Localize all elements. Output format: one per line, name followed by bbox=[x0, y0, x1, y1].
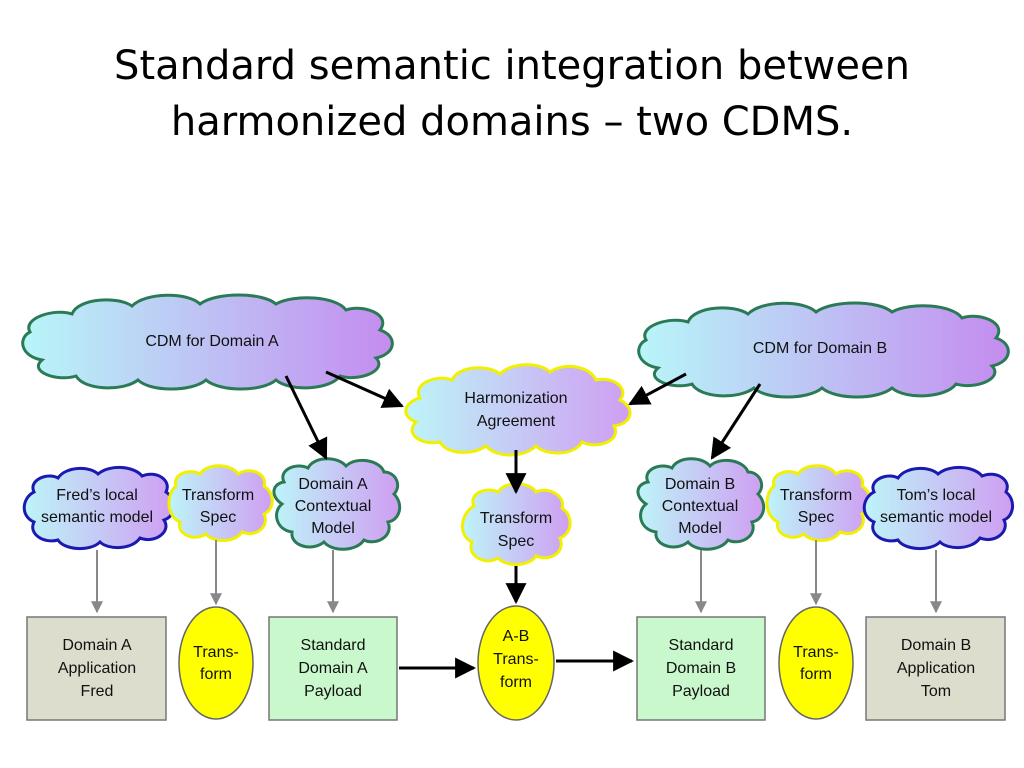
transform-b-ellipse: Trans- form bbox=[778, 606, 854, 720]
payload-b-label-3: Payload bbox=[672, 683, 730, 700]
transform-ab-ellipse: A-B Trans- form bbox=[477, 605, 555, 721]
arrow-cdm-a-to-domain-a-context bbox=[284, 375, 328, 460]
harmonization-label-1: Harmonization bbox=[464, 390, 567, 407]
app-a-label-2: Application bbox=[58, 660, 136, 677]
fred-local-label-2: semantic model bbox=[41, 509, 153, 526]
app-b-label-2: Application bbox=[897, 660, 975, 677]
tom-local-label-2: semantic model bbox=[880, 509, 992, 526]
payload-a-label-3: Payload bbox=[304, 683, 362, 700]
payload-a-label-2: Domain A bbox=[298, 660, 368, 677]
harmonization-label-2: Agreement bbox=[477, 413, 556, 430]
domain-a-context-label-3: Model bbox=[311, 520, 355, 537]
payload-b-label-2: Domain B bbox=[666, 660, 736, 677]
transform-b-label-2: form bbox=[800, 666, 832, 683]
fred-local-label-1: Fred’s local bbox=[56, 487, 138, 504]
payload-a-label-1: Standard bbox=[301, 637, 366, 654]
app-a-label-1: Domain A bbox=[62, 637, 132, 654]
transform-ab-label-2: Trans- bbox=[493, 651, 539, 668]
standard-domain-b-payload-box: Standard Domain B Payload bbox=[636, 616, 766, 721]
domain-a-context-label-2: Contextual bbox=[295, 498, 372, 515]
cdm-domain-b-cloud: CDM for Domain B bbox=[637, 301, 1010, 399]
title-line-1: Standard semantic integration between bbox=[114, 43, 910, 89]
cdm-domain-b-label: CDM for Domain B bbox=[753, 340, 887, 357]
transform-b-label-1: Trans- bbox=[793, 644, 839, 661]
tom-local-label-1: Tom’s local bbox=[897, 487, 976, 504]
fred-local-semantic-model-cloud: Fred’s local semantic model bbox=[22, 466, 176, 550]
title-line-2: harmonized domains – two CDMS. bbox=[170, 99, 854, 145]
arrow-cdm-a-to-harmonization bbox=[325, 370, 404, 408]
transform-spec-b-label-2: Spec bbox=[798, 509, 834, 526]
tom-local-semantic-model-cloud: Tom’s local semantic model bbox=[862, 466, 1014, 550]
transform-a-label-1: Trans- bbox=[193, 644, 239, 661]
app-b-label-1: Domain B bbox=[901, 637, 971, 654]
transform-a-ellipse: Trans- form bbox=[178, 606, 254, 720]
arrow-cdm-b-to-domain-b-context bbox=[710, 383, 762, 460]
domain-a-application-fred-box: Domain A Application Fred bbox=[26, 616, 167, 721]
transform-spec-a-cloud: Transform Spec bbox=[167, 464, 274, 542]
transform-spec-center-label-2: Spec bbox=[498, 533, 534, 550]
transform-ab-label-3: form bbox=[500, 674, 532, 691]
domain-a-context-label-1: Domain A bbox=[298, 476, 368, 493]
domain-b-context-label-2: Contextual bbox=[662, 498, 739, 515]
payload-b-label-1: Standard bbox=[669, 637, 734, 654]
domain-b-context-label-1: Domain B bbox=[665, 476, 735, 493]
domain-a-contextual-model-cloud: Domain A Contextual Model bbox=[272, 457, 402, 551]
slide-title: Standard semantic integration between ha… bbox=[0, 38, 1024, 150]
domain-b-context-label-3: Model bbox=[678, 520, 722, 537]
transform-spec-a-label-1: Transform bbox=[182, 487, 254, 504]
app-b-label-3: Tom bbox=[921, 683, 951, 700]
arrow-cdm-b-to-harmonization bbox=[628, 372, 687, 406]
app-a-label-3: Fred bbox=[81, 683, 114, 700]
cdm-domain-a-cloud: CDM for Domain A bbox=[21, 293, 394, 391]
domain-b-application-tom-box: Domain B Application Tom bbox=[865, 616, 1006, 721]
transform-spec-b-cloud: Transform Spec bbox=[765, 464, 872, 542]
transform-a-label-2: form bbox=[200, 666, 232, 683]
transform-spec-a-label-2: Spec bbox=[200, 509, 236, 526]
standard-domain-a-payload-box: Standard Domain A Payload bbox=[268, 616, 398, 721]
transform-spec-b-label-1: Transform bbox=[780, 487, 852, 504]
transform-spec-center-cloud: Transform Spec bbox=[461, 482, 572, 566]
transform-ab-label-1: A-B bbox=[503, 628, 530, 645]
harmonization-agreement-cloud: Harmonization Agreement bbox=[404, 363, 632, 457]
domain-b-contextual-model-cloud: Domain B Contextual Model bbox=[636, 457, 766, 551]
cdm-domain-a-label: CDM for Domain A bbox=[145, 333, 279, 350]
transform-spec-center-label-1: Transform bbox=[480, 510, 552, 527]
